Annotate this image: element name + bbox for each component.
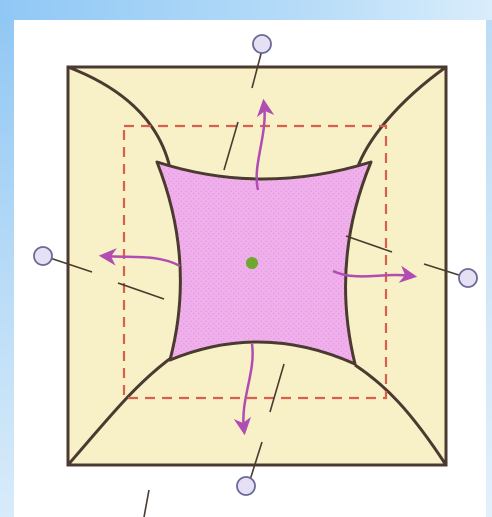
leader-line-bottom	[269, 363, 285, 413]
center-dot-icon	[246, 257, 258, 269]
pin-line-top	[251, 49, 263, 89]
background-gradient-top	[0, 0, 492, 20]
background-gradient-right	[486, 20, 492, 517]
circle-pin-icon	[33, 246, 53, 266]
arc-top-right	[353, 65, 447, 176]
arrow-left	[98, 248, 181, 268]
arrow-right	[332, 265, 418, 283]
leader-line-top	[223, 121, 239, 171]
arrow-up	[255, 98, 275, 191]
membrane-shape	[155, 160, 373, 366]
pin-line-left	[49, 257, 93, 273]
arc-bottom-left	[66, 353, 176, 466]
leader-line-bottom-extra	[143, 489, 150, 517]
arc-bottom-right	[354, 363, 448, 466]
arrow-down	[233, 343, 254, 436]
pin-line-right	[423, 263, 463, 277]
arc-top-left	[67, 65, 172, 169]
leader-line-right-1	[345, 235, 393, 253]
circle-pin-icon	[236, 476, 256, 496]
leader-line-left-1	[117, 282, 165, 300]
circle-pin-icon	[252, 34, 272, 54]
dashed-square	[122, 124, 388, 400]
circle-pin-icon	[458, 268, 478, 288]
pin-line-bottom	[249, 441, 263, 481]
background-gradient-left	[0, 0, 14, 517]
